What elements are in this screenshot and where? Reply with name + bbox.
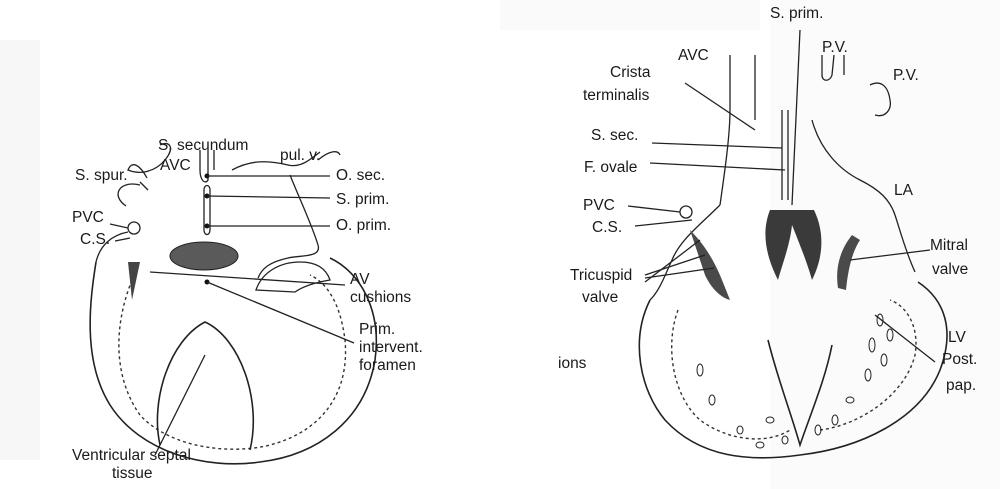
leader-cs-right [635, 220, 692, 226]
label-mitral-valve: valve [932, 261, 968, 278]
label-cs: C.S. [80, 231, 110, 248]
left-cushion-shade [128, 262, 140, 300]
left-atrium-wall [232, 152, 340, 278]
label-s-prim-right: S. prim. [770, 5, 823, 22]
leader-s-spur [140, 182, 148, 190]
label-f-ovale: F. ovale [584, 159, 637, 176]
leader-s-sec [652, 143, 782, 148]
right-atrium-outline [650, 205, 720, 300]
label-ventricular-septal: Ventricular septal [72, 447, 191, 464]
label-prim: Prim. [359, 321, 395, 338]
leader-tricuspid-2 [645, 268, 714, 278]
label-tricuspid: Tricuspid [570, 267, 632, 284]
leader-crista [685, 83, 755, 130]
label-foramen: foramen [359, 357, 416, 374]
label-pv-top: P.V. [822, 39, 848, 56]
vena-cava [720, 55, 755, 205]
leader-s-prim [207, 196, 330, 198]
label-crista: Crista [610, 64, 651, 81]
pvc-circle-right [680, 206, 692, 218]
label-o-prim: O. prim. [336, 217, 391, 234]
pvc-circle [128, 222, 140, 234]
leader-f-ovale [650, 163, 785, 170]
label-la: LA [894, 182, 914, 199]
label-s-prim: S. prim. [336, 191, 389, 208]
label-s-secundum: S. secundum [158, 137, 248, 154]
av-cushion [170, 242, 238, 270]
label-post: Post. [942, 351, 977, 368]
ventricular-septum [157, 322, 253, 450]
label-avc: AVC [160, 157, 191, 174]
label-s-sec: S. sec. [591, 127, 638, 144]
label-pvc-right: PVC [583, 197, 615, 214]
left-spur [118, 184, 140, 206]
label-intervent: intervent. [359, 339, 423, 356]
label-pv-right: P.V. [893, 67, 919, 84]
label-o-sec: O. sec. [336, 167, 385, 184]
label-pvc: PVC [72, 209, 104, 226]
leader-pvc [110, 224, 128, 228]
label-av: AV [350, 271, 370, 288]
label-tricuspid-valve: valve [582, 289, 618, 306]
label-lv: LV [948, 329, 966, 346]
label-pul-v: pul. v. [280, 147, 320, 164]
label-avc-right: AVC [678, 47, 709, 64]
label-pap: pap. [946, 377, 976, 394]
label-cs-right: C.S. [592, 219, 622, 236]
label-tissue: tissue [112, 465, 153, 482]
leader-pvc-right [628, 206, 680, 212]
label-terminalis: terminalis [583, 87, 650, 104]
leader-tricuspid-3 [645, 240, 700, 282]
label-cushions: cushions [350, 289, 411, 306]
tricuspid-valve-shape [690, 230, 730, 300]
leader-tricuspid-1 [645, 255, 705, 275]
label-s-spur: S. spur. [75, 167, 128, 184]
leader-cs [115, 238, 130, 241]
left-ventricle-inner-wall [119, 275, 346, 449]
label-mitral: Mitral [930, 237, 968, 254]
left-heart-diagram: S. spur. S. secundum AVC pul. v. O. sec.… [72, 137, 423, 482]
label-ions: ions [558, 355, 587, 372]
